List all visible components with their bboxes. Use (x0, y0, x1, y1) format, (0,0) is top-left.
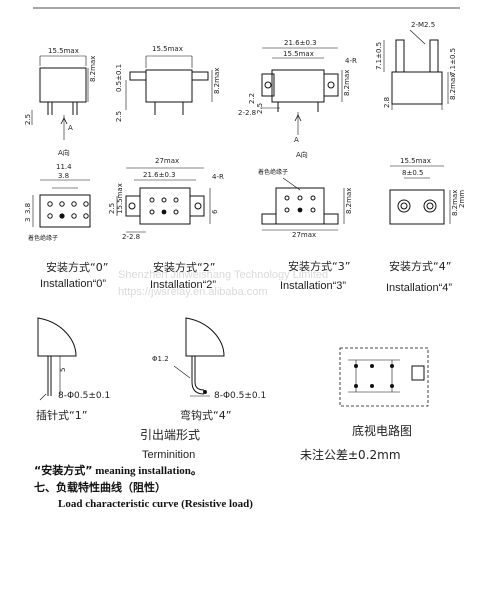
dim-label: 15.5max (116, 183, 124, 214)
dim-label: 8.2max (345, 187, 353, 214)
dim-label: 3.8 (24, 202, 32, 214)
watermark-line-2: https://jwsrelay.en.alibaba.com (118, 286, 268, 298)
dim-label: 2.5 (115, 110, 123, 122)
view-arrow-label: A (68, 124, 73, 132)
dim-label: 8.2max (449, 73, 457, 100)
dim-label: 11.4 (56, 163, 72, 171)
dim-label: 8.2max (343, 69, 351, 96)
dim-label: 27max (155, 157, 180, 165)
dim-label: 6 (211, 209, 219, 214)
section-heading-en: Load characteristic curve (Resistive loa… (58, 498, 253, 510)
view-direction-label: A向 (296, 151, 308, 159)
dim-label: 8.2max (89, 55, 97, 82)
dim-label: 4-R (345, 57, 357, 65)
section-heading: 七、负载特性曲线（阻性） (34, 481, 166, 494)
dim-label: 15.5max (152, 45, 183, 53)
dim-label: 27max (292, 231, 317, 239)
installation-4-cn: 安装方式“4” (389, 260, 452, 273)
dim-label: 5 (59, 367, 67, 372)
dim-label: Φ1.2 (152, 355, 169, 363)
meaning-cn: “安装方式” (34, 464, 93, 477)
dim-label: 2.5 (108, 202, 116, 214)
installation-2-en: Installation“2” (150, 279, 217, 291)
bottom-circuit-title: 底视电路图 (352, 424, 413, 438)
colored-terminal-label: 着色绝缘子 (28, 235, 59, 242)
pin-type-label: 插针式“1” (36, 409, 88, 422)
dim-label: 2-2.8 (238, 109, 257, 117)
installation-3-cn: 安装方式“3” (288, 260, 351, 273)
dim-label: 21.6±0.3 (284, 39, 317, 47)
pin-spec-label: 8-Φ0.5±0.1 (58, 391, 111, 401)
dim-label: 2.5 (24, 113, 32, 125)
dim-label: 15.5max (283, 50, 314, 58)
installation-0-en: Installation“0” (40, 278, 107, 290)
terminal-title-en: Terminition (142, 449, 196, 461)
dim-label: 2mm (458, 189, 466, 208)
terminal-title-cn: 引出端形式 (140, 428, 201, 442)
dim-label: 2.2 (248, 92, 256, 104)
view-arrow-label: A (294, 136, 299, 144)
meaning-en: meaning installation。 (92, 465, 202, 477)
dim-label: 2.8 (383, 96, 391, 108)
colored-terminal-label: 着色绝缘子 (258, 169, 289, 176)
dim-label: 0.5±0.1 (115, 63, 123, 92)
hook-type-label: 弯钩式“4” (180, 409, 232, 422)
dim-label: 8.2max (213, 67, 221, 94)
installation-4-en: Installation“4” (386, 282, 453, 294)
watermark-line-1: Shenzhen Jinweishang Technology Limited (118, 269, 329, 281)
installation-2-cn: 安装方式“2” (153, 261, 216, 274)
dim-label: 8±0.5 (402, 169, 424, 177)
installation-3-en: Installation“3” (280, 280, 347, 292)
dim-label: 7.1±0.5 (375, 41, 383, 70)
dim-label: 2-M2.5 (411, 21, 436, 29)
dim-label: 15.5max (400, 157, 431, 165)
dim-label: 7.1±0.5 (449, 47, 457, 76)
view-direction-label: A向 (58, 149, 70, 157)
dim-label: 2-2.8 (122, 233, 141, 241)
dim-label: 15.5max (48, 47, 79, 55)
dim-label: 2.5 (256, 102, 264, 114)
dim-label: 4-R (212, 173, 224, 181)
dim-label: 21.6±0.3 (143, 171, 176, 179)
tolerance-note: 未注公差±0.2mm (300, 448, 401, 462)
dim-label: 3 (24, 217, 32, 222)
installation-0-cn: 安装方式“0” (46, 261, 109, 274)
installation-meaning-note: “安装方式” meaning installation。 (34, 465, 202, 477)
dim-label: 3.8 (58, 172, 70, 180)
pin-spec-label: 8-Φ0.5±0.1 (214, 391, 267, 401)
